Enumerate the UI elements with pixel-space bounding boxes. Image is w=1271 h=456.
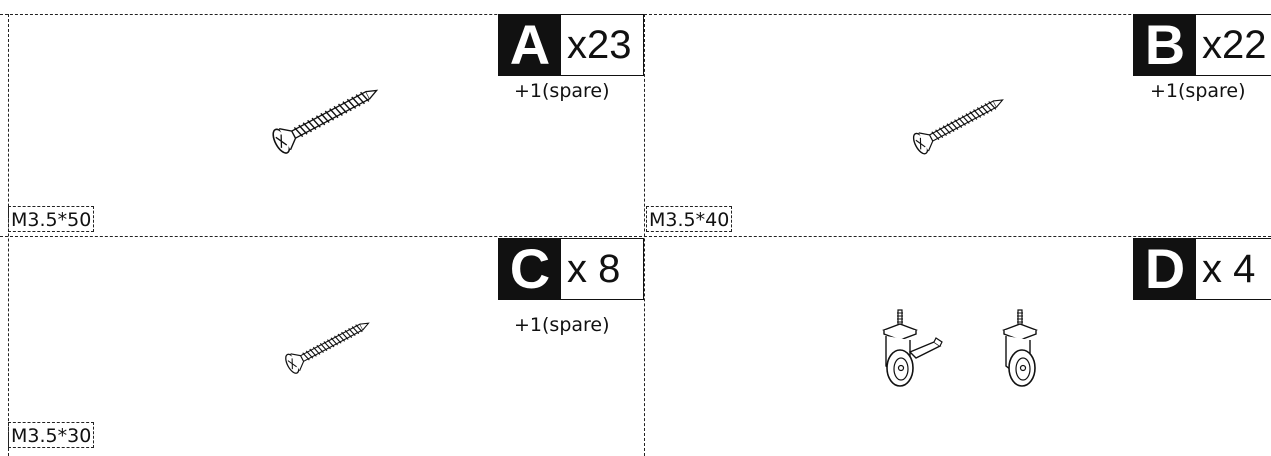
part-c-count: x 8 (567, 247, 621, 291)
caster-wheel-icon (882, 309, 943, 387)
part-b-count: x22 (1202, 23, 1267, 67)
part-d-quantity-label: D x 4 (1133, 238, 1271, 300)
part-b-panel: B x22 +1(spare) M3.5*40 (644, 0, 1271, 236)
part-a-spare: +1(spare) (514, 80, 610, 102)
part-d-letter: D (1134, 239, 1196, 299)
part-b-size: M3.5*40 (646, 206, 733, 232)
part-c-size: M3.5*30 (8, 422, 95, 448)
part-b-letter: B (1134, 15, 1196, 75)
screw-icon (272, 89, 379, 154)
part-c-letter: C (499, 239, 561, 299)
part-d-panel: D x 4 (644, 236, 1271, 456)
screw-icon (285, 322, 370, 374)
part-a-count: x23 (567, 23, 632, 67)
middle-divider (0, 236, 1271, 237)
part-a-letter: A (499, 15, 561, 75)
left-border (8, 14, 9, 456)
part-b-spare: +1(spare) (1150, 80, 1246, 102)
part-c-quantity-label: C x 8 (498, 238, 644, 300)
part-a-panel: A x23 +1(spare) M3.5*50 (0, 0, 644, 236)
part-c-spare: +1(spare) (514, 314, 610, 336)
part-a-size: M3.5*50 (8, 206, 95, 232)
part-c-panel: C x 8 +1(spare) M3.5*30 (0, 236, 644, 456)
part-a-quantity-label: A x23 (498, 14, 644, 76)
part-b-quantity-label: B x22 (1133, 14, 1271, 76)
caster-wheel-icon (1002, 309, 1038, 387)
center-divider (644, 14, 645, 456)
screw-icon (912, 99, 1004, 155)
part-d-count: x 4 (1202, 247, 1256, 291)
